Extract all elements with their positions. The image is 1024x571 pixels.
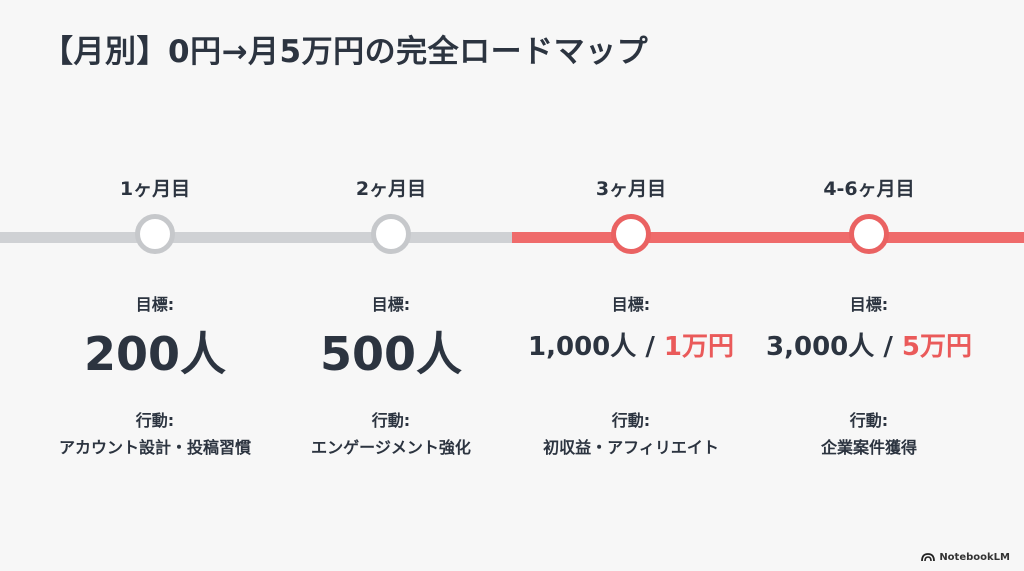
action-text: 企業案件獲得 [820,438,917,457]
goal-value: 200人 [83,327,227,381]
goal-value: 500人 [319,327,463,381]
milestone-month: 1ヶ月目 [119,178,191,200]
action-label: 行動: [849,411,889,430]
action-label: 行動: [611,411,651,430]
goal-value: 1,000人 / 1万円 [506,326,756,363]
goal-people: 1,000人 [528,332,637,362]
action-label: 行動: [135,411,175,430]
action-text: エンゲージメント強化 [311,438,471,457]
goal-separator: / [636,332,664,362]
goal-people: 3,000人 [766,332,875,362]
action-label: 行動: [371,411,411,430]
brand-name: NotebookLM [939,552,1010,563]
goal-label: 目標: [371,295,411,314]
milestone-node-1 [135,214,175,254]
timeline-track-completed [0,232,515,243]
milestone-node-2 [371,214,411,254]
goal-income: 5万円 [901,332,972,362]
action-text: 初収益・アフィリエイト [543,438,719,457]
milestone-month: 2ヶ月目 [355,178,427,200]
goal-value: 3,000人 / 5万円 [744,326,994,363]
goal-label: 目標: [611,295,651,314]
milestone-month: 4-6ヶ月目 [823,178,915,200]
brand-watermark: NotebookLM [921,552,1010,563]
goal-separator: / [874,332,902,362]
action-text: アカウント設計・投稿習慣 [58,438,251,457]
milestone-month: 3ヶ月目 [595,178,667,200]
goal-label: 目標: [135,295,175,314]
milestone-node-3 [611,214,651,254]
milestone-node-4 [849,214,889,254]
goal-label: 目標: [849,295,889,314]
goal-income: 1万円 [663,332,734,362]
notebooklm-logo-icon [921,553,936,562]
timeline-track-active [512,232,1024,243]
page-title: 【月別】0円→月5万円の完全ロードマップ [42,34,649,70]
